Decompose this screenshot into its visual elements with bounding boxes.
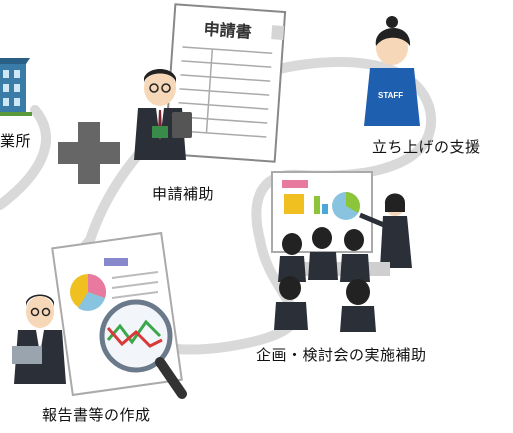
- application-form-icon: [163, 3, 287, 163]
- planning-support-label: 企画・検討会の実施補助: [256, 346, 427, 364]
- presentation-meeting-icon: [271, 171, 412, 332]
- office-label: 業所: [0, 132, 32, 150]
- report-magnifier-icon: [51, 231, 187, 399]
- staff-woman-icon: STAFF: [364, 16, 420, 126]
- plus-icon: [58, 122, 120, 184]
- form-title-text: 申請書: [203, 19, 252, 41]
- svg-text:STAFF: STAFF: [378, 91, 403, 100]
- businessman-laptop-icon: [12, 294, 66, 384]
- businessman-calculator-icon: [134, 69, 192, 160]
- startup-support-label: 立ち上げの支援: [372, 138, 481, 156]
- application-support-label: 申請補助: [152, 185, 215, 203]
- report-creation-label: 報告書等の作成: [42, 406, 151, 424]
- building-icon: [0, 58, 32, 116]
